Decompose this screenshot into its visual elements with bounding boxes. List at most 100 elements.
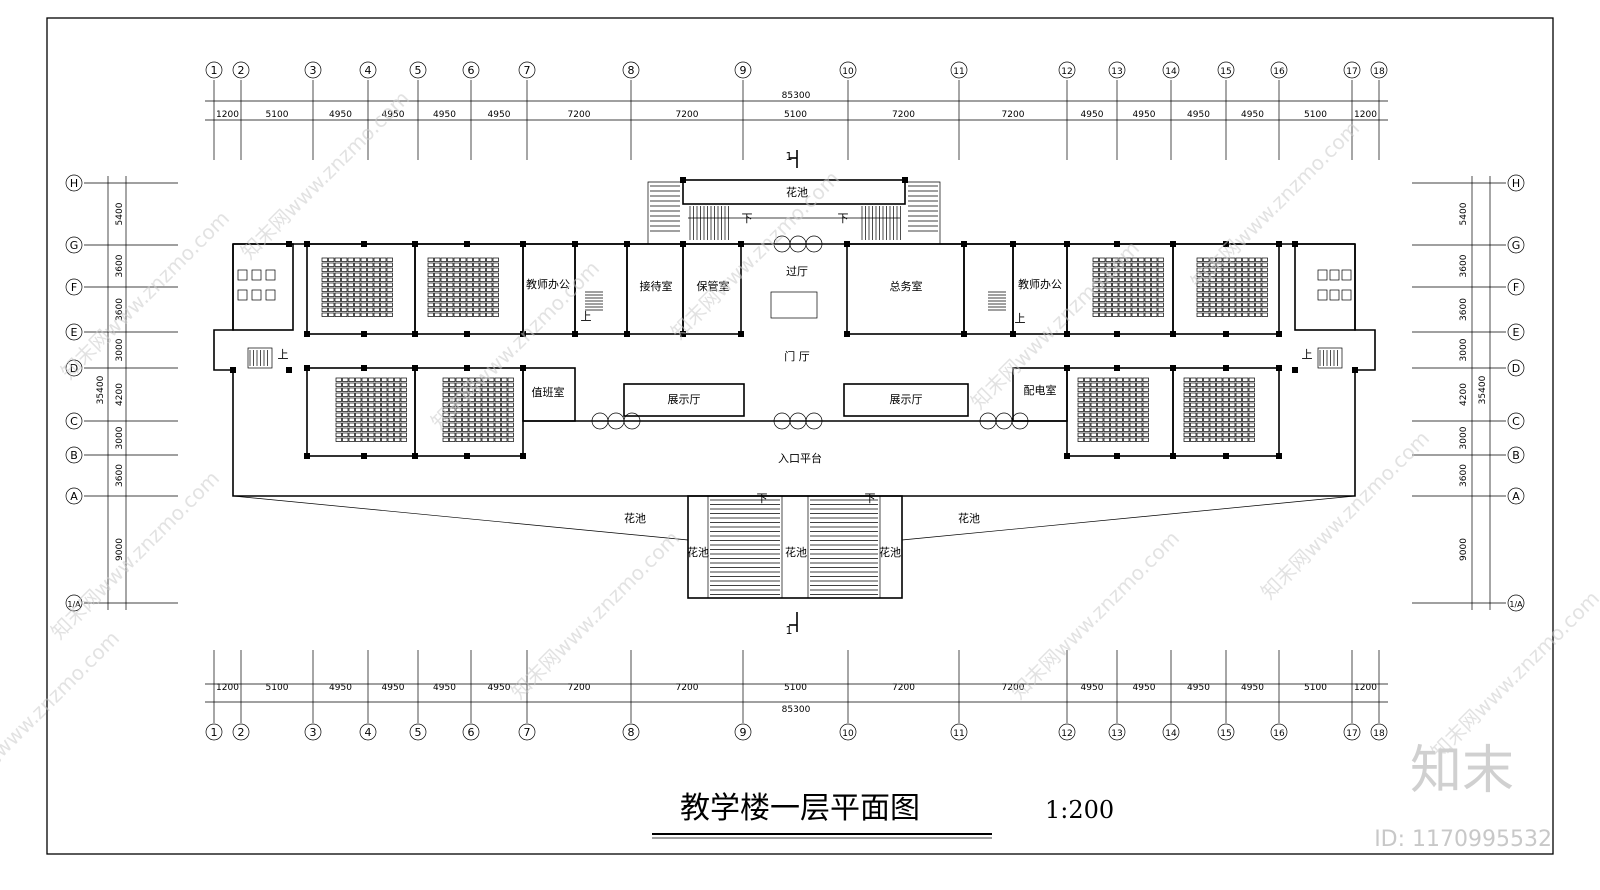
desk [1248,292,1255,297]
desk [507,407,514,412]
desk [466,272,473,277]
desk [1105,287,1112,292]
desk [1229,412,1236,417]
label-entrance-platform: 入口平台 [778,451,822,465]
fixture [1317,269,1328,281]
desk [1118,312,1125,317]
desk [368,402,375,407]
desk [361,382,368,387]
desk [427,282,434,287]
desk [360,262,367,267]
desk [434,257,441,262]
desk [328,257,335,262]
desk [455,377,462,382]
desk [1235,432,1242,437]
axis-bubble-left-E [65,323,83,341]
desks-sw-2 [442,377,514,442]
desk [341,262,348,267]
desk [387,417,394,422]
desk [368,392,375,397]
desk [1077,382,1084,387]
dim-left-2: 3600 [115,298,125,321]
column [464,331,470,337]
axis-label-bottom-12: 12 [1061,729,1072,739]
desk [328,272,335,277]
desk [1235,417,1242,422]
axis-label-top-18: 18 [1373,67,1385,77]
desk [449,437,456,442]
desk [368,432,375,437]
desk [1242,312,1249,317]
desk [328,262,335,267]
desk [321,292,328,297]
desk [1261,312,1268,317]
desk [1222,387,1229,392]
desk [1110,387,1117,392]
desk [1116,407,1123,412]
desk [1097,427,1104,432]
desk [342,412,349,417]
label-power-room: 配电室 [1024,383,1057,397]
desk [1203,287,1210,292]
dim-top-14: 4950 [1241,110,1264,120]
desk [1261,292,1268,297]
axis-label-left-D: D [70,362,78,375]
desk [367,307,374,312]
desk [1157,302,1164,307]
desk [455,412,462,417]
desk [1261,302,1268,307]
desk [1103,397,1110,402]
desk [387,397,394,402]
desk [360,257,367,262]
desk [1216,287,1223,292]
desk [453,272,460,277]
desk [1203,397,1210,402]
axis-bubble-bottom-14 [1162,723,1180,741]
watermark-text: 知末网www.znzmo.com [1426,586,1600,764]
exhibition-hall-east [843,383,969,417]
desk [334,287,341,292]
desk [1084,397,1091,402]
desk [1248,277,1255,282]
desk [453,307,460,312]
desk [1103,422,1110,427]
watermark-text: 知末网www.znzmo.com [56,206,234,384]
desk [381,417,388,422]
desk [1248,267,1255,272]
column [1292,367,1298,373]
desk [1092,292,1099,297]
desk [501,397,508,402]
desk [373,267,380,272]
desk [1099,267,1106,272]
desk [1196,417,1203,422]
desk [1222,312,1229,317]
column [1114,365,1120,371]
desk [507,387,514,392]
desk [334,302,341,307]
desk [1131,287,1138,292]
desk [1136,427,1143,432]
fixture [237,289,248,301]
column [1223,331,1229,337]
desk [1090,382,1097,387]
desk [1183,402,1190,407]
desk [1229,292,1236,297]
desk [427,272,434,277]
desk [481,397,488,402]
desk [453,267,460,272]
desk [1203,427,1210,432]
desk [1196,287,1203,292]
desk [1136,417,1143,422]
desk [341,302,348,307]
desk [1242,302,1249,307]
desk [1209,297,1216,302]
desk [1110,422,1117,427]
dim-bottom-9: 7200 [892,683,915,693]
desk [400,412,407,417]
desk [1092,257,1099,262]
desk [453,282,460,287]
column [1170,453,1176,459]
desk [387,382,394,387]
desks-ne-2 [1196,257,1268,317]
desk [1196,312,1203,317]
